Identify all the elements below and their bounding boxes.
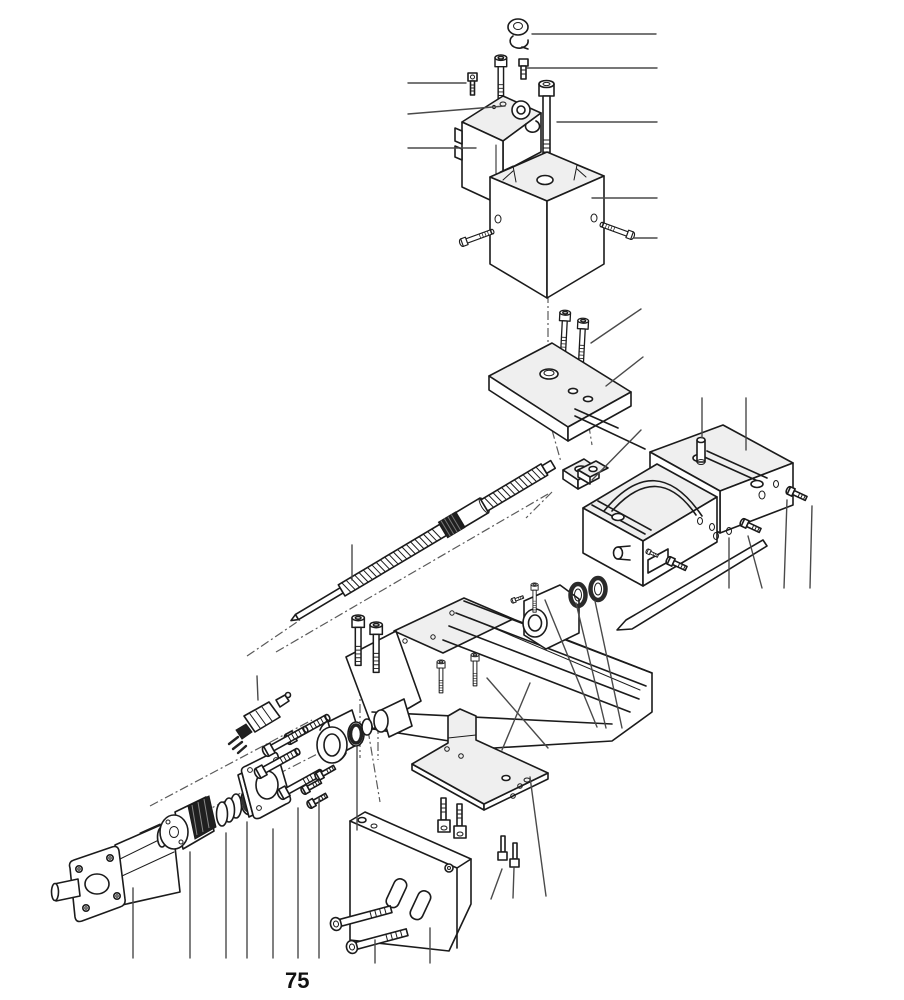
saddle-lower <box>577 460 732 587</box>
leadscrew-nut-tab <box>577 460 609 485</box>
leader-lines <box>132 33 813 964</box>
top-plate <box>488 342 632 442</box>
spacer-rings <box>215 793 243 827</box>
support-bracket-plate <box>411 708 549 811</box>
bearing-ring <box>347 721 365 747</box>
o-rings <box>568 575 608 609</box>
small-screw-top <box>467 72 478 96</box>
ball-oiler <box>511 100 541 133</box>
power-plug <box>227 691 292 755</box>
end-block <box>349 811 472 952</box>
set-screw-top <box>518 58 529 80</box>
carriage-boss <box>373 698 413 738</box>
small-screws-bottom <box>497 835 520 868</box>
bracket-screws <box>437 797 467 839</box>
socket-screw-top <box>494 54 508 104</box>
cap-screw-with-clip <box>507 18 529 50</box>
small-ring <box>361 718 373 736</box>
end-block-screws <box>329 905 409 955</box>
figure-number-label: 75 <box>285 968 309 993</box>
saddle-assembly <box>574 408 809 631</box>
motor-train <box>50 691 413 923</box>
column-block <box>489 151 605 299</box>
shaft-coupling <box>156 795 217 850</box>
leadscrew <box>290 459 557 622</box>
bottom-plates <box>329 708 549 955</box>
top-assembly <box>454 18 637 299</box>
